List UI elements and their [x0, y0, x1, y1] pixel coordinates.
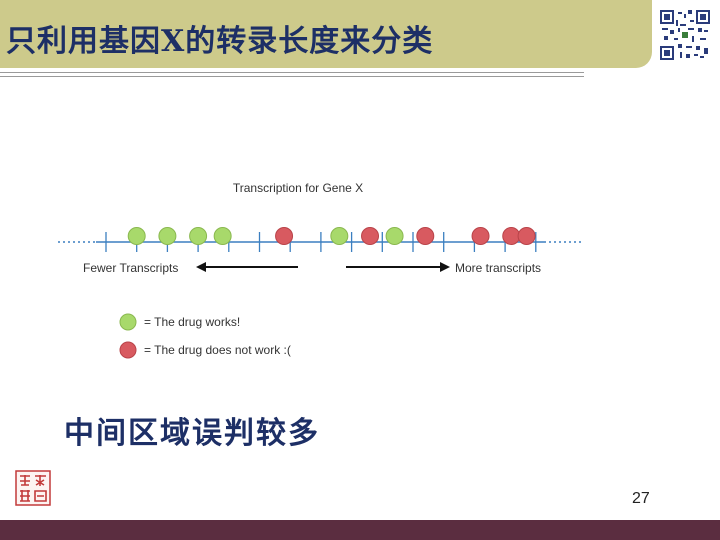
title-rule-top — [0, 72, 584, 73]
right-label: More transcripts — [455, 261, 541, 275]
point-works — [213, 227, 232, 245]
qr-code-icon — [660, 10, 710, 60]
legend-works-label: = The drug works! — [144, 315, 240, 329]
point-works — [385, 227, 404, 245]
seal-logo-icon — [15, 470, 51, 506]
title-rule-bottom — [0, 76, 584, 77]
point-works — [330, 227, 349, 245]
point-not-work — [502, 227, 521, 245]
left-arrowhead — [196, 262, 206, 272]
left-label: Fewer Transcripts — [83, 261, 178, 275]
footer-bar — [0, 520, 720, 540]
point-not-work — [517, 227, 536, 245]
point-works — [127, 227, 146, 245]
point-not-work — [275, 227, 294, 245]
gene-x-figure: Transcription for Gene X Fewer Transcrip… — [58, 181, 584, 359]
point-works — [189, 227, 208, 245]
point-not-work — [416, 227, 435, 245]
point-not-work — [361, 227, 380, 245]
legend-works-marker — [119, 313, 137, 331]
point-works — [158, 227, 177, 245]
legend-not-work-marker — [119, 341, 137, 359]
subheading: 中间区域误判较多 — [64, 416, 320, 451]
slide-title: 只利用基因X的转录长度来分类 — [6, 24, 434, 59]
page-number: 27 — [632, 490, 650, 507]
title-bar: 只利用基因X的转录长度来分类 — [0, 0, 652, 68]
data-points — [127, 227, 536, 245]
legend-not-work-label: = The drug does not work :( — [144, 343, 291, 357]
point-not-work — [471, 227, 490, 245]
right-arrowhead — [440, 262, 450, 272]
figure-title: Transcription for Gene X — [233, 181, 363, 195]
